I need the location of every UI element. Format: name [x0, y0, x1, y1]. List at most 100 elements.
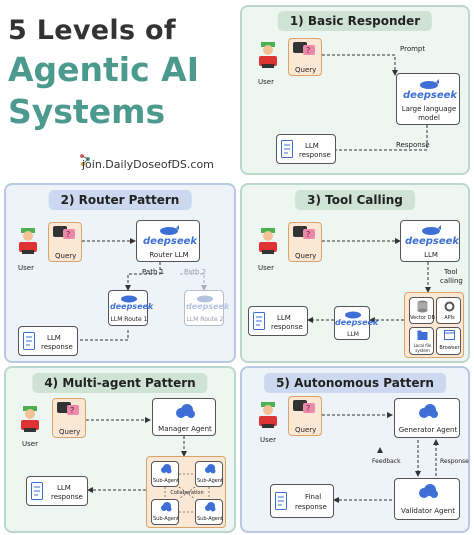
panel-title: 5) Autonomous Pattern: [264, 373, 446, 393]
user-icon: [19, 228, 37, 254]
generator-agent-box: Generator Agent: [394, 398, 460, 438]
panel-autonomous: 5) Autonomous Pattern: [240, 366, 470, 533]
chat-question-icon: ?: [57, 402, 79, 415]
tool-calling-label-2: calling: [440, 277, 463, 285]
svg-text:?: ?: [66, 230, 70, 239]
sub-agent-box: Sub-Agent: [151, 499, 179, 525]
tool-label: Browser: [439, 345, 460, 351]
chat-question-icon: ?: [53, 226, 75, 239]
feedback-label: Feedback: [372, 458, 401, 465]
whale-icon: [197, 295, 213, 303]
title-line-2: Agentic AI: [8, 50, 199, 89]
svg-text:?: ?: [70, 406, 74, 415]
user-label: User: [258, 78, 274, 86]
whale-icon: [160, 225, 179, 235]
panel-title: 1) Basic Responder: [277, 11, 433, 31]
sub-agent-label: Sub-Agent: [152, 478, 179, 484]
collaboration-links: [164, 473, 210, 513]
llm-response-label-2: response: [299, 151, 331, 159]
query-label: Query: [55, 252, 77, 260]
llm-response-label-2: response: [271, 323, 303, 331]
query-label: Query: [295, 426, 317, 434]
user-label: User: [22, 440, 38, 448]
deepseek-logo: deepseek: [186, 302, 230, 311]
final-response-label-2: response: [295, 503, 327, 511]
llm-response-box: LLM response: [276, 134, 336, 164]
user-icon: [259, 42, 277, 68]
document-icon: [281, 140, 293, 158]
whale-icon: [420, 79, 439, 89]
query-label: Query: [295, 66, 317, 74]
user-label: User: [260, 436, 276, 444]
deepseek-logo: deepseek: [110, 302, 154, 311]
whale-icon: [345, 311, 361, 319]
llm-response-label-1: LLM: [305, 142, 319, 150]
llm-route-1-box: deepseek LLM Route 1: [108, 290, 153, 326]
llm-box: deepseek LLM: [400, 220, 460, 262]
document-icon: [253, 312, 265, 330]
response-label: Response: [440, 458, 469, 465]
user-label: User: [18, 264, 34, 272]
llm-label-1: Large language: [401, 105, 457, 113]
sub-agent-box: Sub-Agent: [195, 499, 223, 525]
agent-cloud-icon: [176, 404, 195, 418]
llm-label: LLM: [347, 331, 359, 338]
llm-response-label-2: response: [41, 343, 73, 351]
api-gear-icon: [444, 301, 455, 312]
manager-agent-box: Manager Agent: [152, 398, 216, 436]
database-icon: [417, 300, 428, 313]
llm-label-2: model: [418, 114, 440, 122]
llm-response-label-1: LLM: [57, 484, 71, 492]
tool-label: Vector DB: [410, 315, 435, 321]
agent-cloud-icon: [205, 502, 216, 512]
tool-apis: APIs: [436, 297, 461, 324]
sub-agent-label: Sub-Agent: [196, 516, 223, 522]
brand-logo-icon: [80, 154, 90, 166]
brand-link[interactable]: join.DailyDoseofDS.com: [82, 158, 214, 171]
svg-text:?: ?: [306, 46, 310, 55]
llm-box-2: deepseek LLM: [334, 306, 378, 340]
user-icon: [259, 402, 277, 428]
chat-question-icon: ?: [293, 42, 315, 55]
main-title: 5 Levels of Agentic AI Systems: [8, 14, 234, 132]
document-icon: [275, 492, 287, 510]
browser-icon: [444, 330, 455, 340]
tool-vector-db: Vector DB: [409, 297, 435, 324]
panel-title: 3) Tool Calling: [295, 190, 415, 210]
llm-response-box: LLM response: [248, 306, 308, 336]
sub-agent-label: Sub-Agent: [196, 478, 223, 484]
query-label: Query: [295, 252, 317, 260]
tool-local-file-system: Local file system: [409, 327, 434, 355]
chat-question-icon: ?: [293, 400, 315, 413]
validator-agent-label: Validator Agent: [400, 507, 455, 515]
user-label: User: [258, 264, 274, 272]
route1-label: LLM Route 1: [110, 316, 148, 323]
path2-label: Path 2: [184, 268, 207, 276]
router-llm-box: deepseek Router LLM: [136, 220, 200, 262]
sub-agent-box: Sub-Agent: [195, 461, 223, 487]
folder-icon: [417, 330, 428, 340]
validator-agent-box: Validator Agent: [394, 478, 460, 520]
document-icon: [31, 482, 43, 500]
tool-label: APIs: [444, 315, 455, 321]
title-line-3: Systems: [8, 92, 166, 131]
panel-title: 4) Multi-agent Pattern: [32, 373, 208, 393]
llm-response-label-1: LLM: [47, 334, 61, 342]
llm-response-label-1: LLM: [277, 314, 291, 322]
generator-agent-label: Generator Agent: [398, 426, 458, 434]
llm-box: deepseek Large language model: [396, 73, 460, 125]
prompt-label: Prompt: [400, 45, 426, 53]
chat-question-icon: ?: [293, 226, 315, 239]
tool-calling-label-1: Tool: [444, 268, 458, 276]
tools-group: Vector DB APIs Local file system Browser: [404, 292, 464, 358]
query-box: ? Query: [288, 396, 322, 436]
path1-label: Path 1: [142, 268, 165, 276]
query-box: ? Query: [288, 38, 322, 76]
route2-label: LLM Route 2: [186, 316, 224, 323]
agent-cloud-icon: [419, 404, 438, 418]
sub-agent-box: Sub-Agent: [151, 461, 179, 487]
response-label: Response: [396, 141, 430, 149]
llm-route-2-box: deepseek LLM Route 2: [184, 290, 229, 326]
agent-cloud-icon: [161, 502, 172, 512]
query-label: Query: [59, 428, 81, 436]
